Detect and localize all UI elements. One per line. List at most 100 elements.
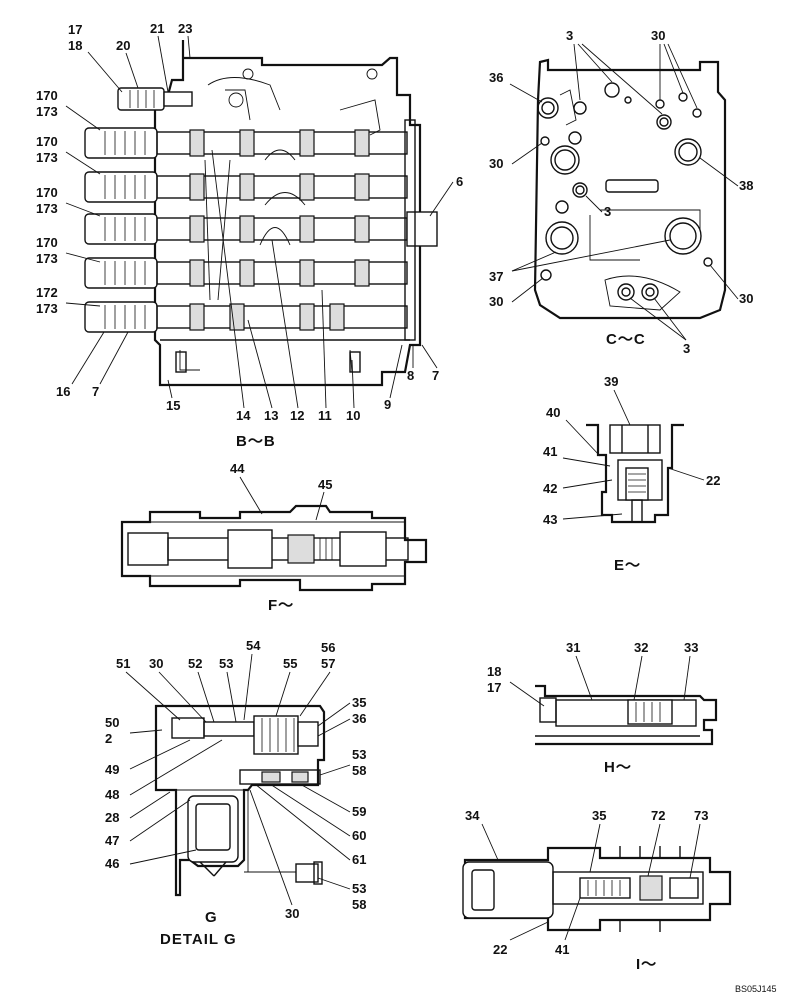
label-58: 58: [352, 763, 366, 778]
label-52: 52: [188, 656, 202, 671]
label-49: 49: [105, 762, 119, 777]
label-13: 13: [264, 408, 278, 423]
view-ee: 39 40 41 22 42 43 E～: [543, 374, 720, 574]
ff-land-2: [287, 534, 315, 564]
label-17: 17: [68, 22, 82, 37]
bb-curve-5: [204, 159, 211, 301]
caption-ii: I～: [636, 956, 657, 973]
hh-spool-31: [555, 699, 697, 727]
label-3: 3: [566, 28, 573, 43]
label-9: 9: [384, 397, 391, 412]
bb-curve-1: [264, 149, 296, 161]
hh-body: [535, 684, 718, 746]
view-hh: 18 31 32 33 17 H～: [487, 640, 718, 776]
ii-labels: 34 35 72 73 22 41: [465, 808, 708, 957]
label-59: 59: [352, 804, 366, 819]
caption-detail-g: DETAIL G: [160, 931, 237, 948]
label-58: 58: [352, 897, 366, 912]
label-8: 8: [407, 368, 414, 383]
bb-port-hole-3: [228, 92, 244, 108]
label-28: 28: [105, 810, 119, 825]
bb-port-hole-2: [366, 68, 378, 80]
label-34: 34: [465, 808, 480, 823]
label-43: 43: [543, 512, 557, 527]
label-30: 30: [285, 906, 299, 921]
label-53: 53: [352, 747, 366, 762]
ff-land: [227, 529, 273, 569]
label-42: 42: [543, 481, 557, 496]
bb-passage-1: [207, 77, 281, 111]
caption-ee: E～: [614, 557, 641, 574]
bb-top-spool: [163, 91, 193, 107]
gg-plug-53: [295, 863, 319, 883]
label-31: 31: [566, 640, 580, 655]
label-173: 173: [36, 150, 58, 165]
bb-springs: [104, 131, 146, 329]
label-55: 55: [283, 656, 297, 671]
label-2: 2: [105, 731, 112, 746]
caption-bb: B～B: [236, 433, 276, 450]
bb-passage-2: [225, 89, 251, 121]
label-30: 30: [149, 656, 163, 671]
label-173: 173: [36, 251, 58, 266]
label-18: 18: [487, 664, 501, 679]
bb-cap-1: [84, 127, 158, 159]
ff-leaders: [239, 476, 325, 521]
caption-ff: F～: [268, 597, 294, 614]
caption-hh: H～: [604, 759, 632, 776]
label-18: 18: [68, 38, 82, 53]
bb-curve-2: [264, 192, 306, 206]
gg-spool-top: [203, 721, 255, 737]
label-36: 36: [352, 711, 366, 726]
gg-plug-35: [297, 721, 319, 747]
label-3: 3: [683, 341, 690, 356]
label-44: 44: [230, 461, 245, 476]
label-72: 72: [651, 808, 665, 823]
view-gg: 54 56 57 51 30 52 53 55 35 50 2 36 49 53…: [105, 638, 366, 948]
hh-labels: 18 31 32 33 17: [487, 640, 698, 695]
label-22: 22: [493, 942, 507, 957]
bb-spool-1: [156, 131, 408, 155]
gg-plug-50: [171, 717, 205, 739]
bb-cap-4: [84, 257, 158, 289]
cc-passage-2: [589, 215, 640, 261]
cc-housing: [533, 58, 727, 320]
gg-spool-bottom: [239, 769, 321, 785]
label-41: 41: [543, 444, 557, 459]
label-10: 10: [346, 408, 360, 423]
ee-plug-39: [609, 424, 661, 454]
ee-leaders: [562, 389, 705, 520]
label-47: 47: [105, 833, 119, 848]
label-60: 60: [352, 828, 366, 843]
label-170: 170: [36, 235, 58, 250]
bb-top-cap: [117, 87, 165, 111]
label-35: 35: [592, 808, 606, 823]
view-ff: 44 45 F～: [120, 461, 428, 614]
hh-leaders: [509, 655, 691, 707]
label-32: 32: [634, 640, 648, 655]
gg-leaders: [125, 653, 351, 906]
bb-spool-2: [156, 175, 408, 199]
ii-spring: [579, 877, 631, 899]
label-11: 11: [318, 408, 332, 423]
ii-seat-73: [669, 877, 699, 899]
cc-ports: [537, 82, 713, 301]
gg-spring-55: [253, 715, 299, 755]
bb-cap-2: [84, 171, 158, 203]
hh-cap: [539, 697, 557, 723]
label-170: 170: [36, 88, 58, 103]
label-3: 3: [604, 204, 611, 219]
label-54: 54: [246, 638, 261, 653]
label-20: 20: [116, 38, 130, 53]
label-170: 170: [36, 134, 58, 149]
label-56: 56: [321, 640, 335, 655]
label-50: 50: [105, 715, 119, 730]
label-37: 37: [489, 269, 503, 284]
bb-spool-4: [156, 261, 408, 285]
cc-slot: [605, 179, 659, 193]
label-51: 51: [116, 656, 130, 671]
label-12: 12: [290, 408, 304, 423]
label-30: 30: [651, 28, 665, 43]
label-173: 173: [36, 301, 58, 316]
